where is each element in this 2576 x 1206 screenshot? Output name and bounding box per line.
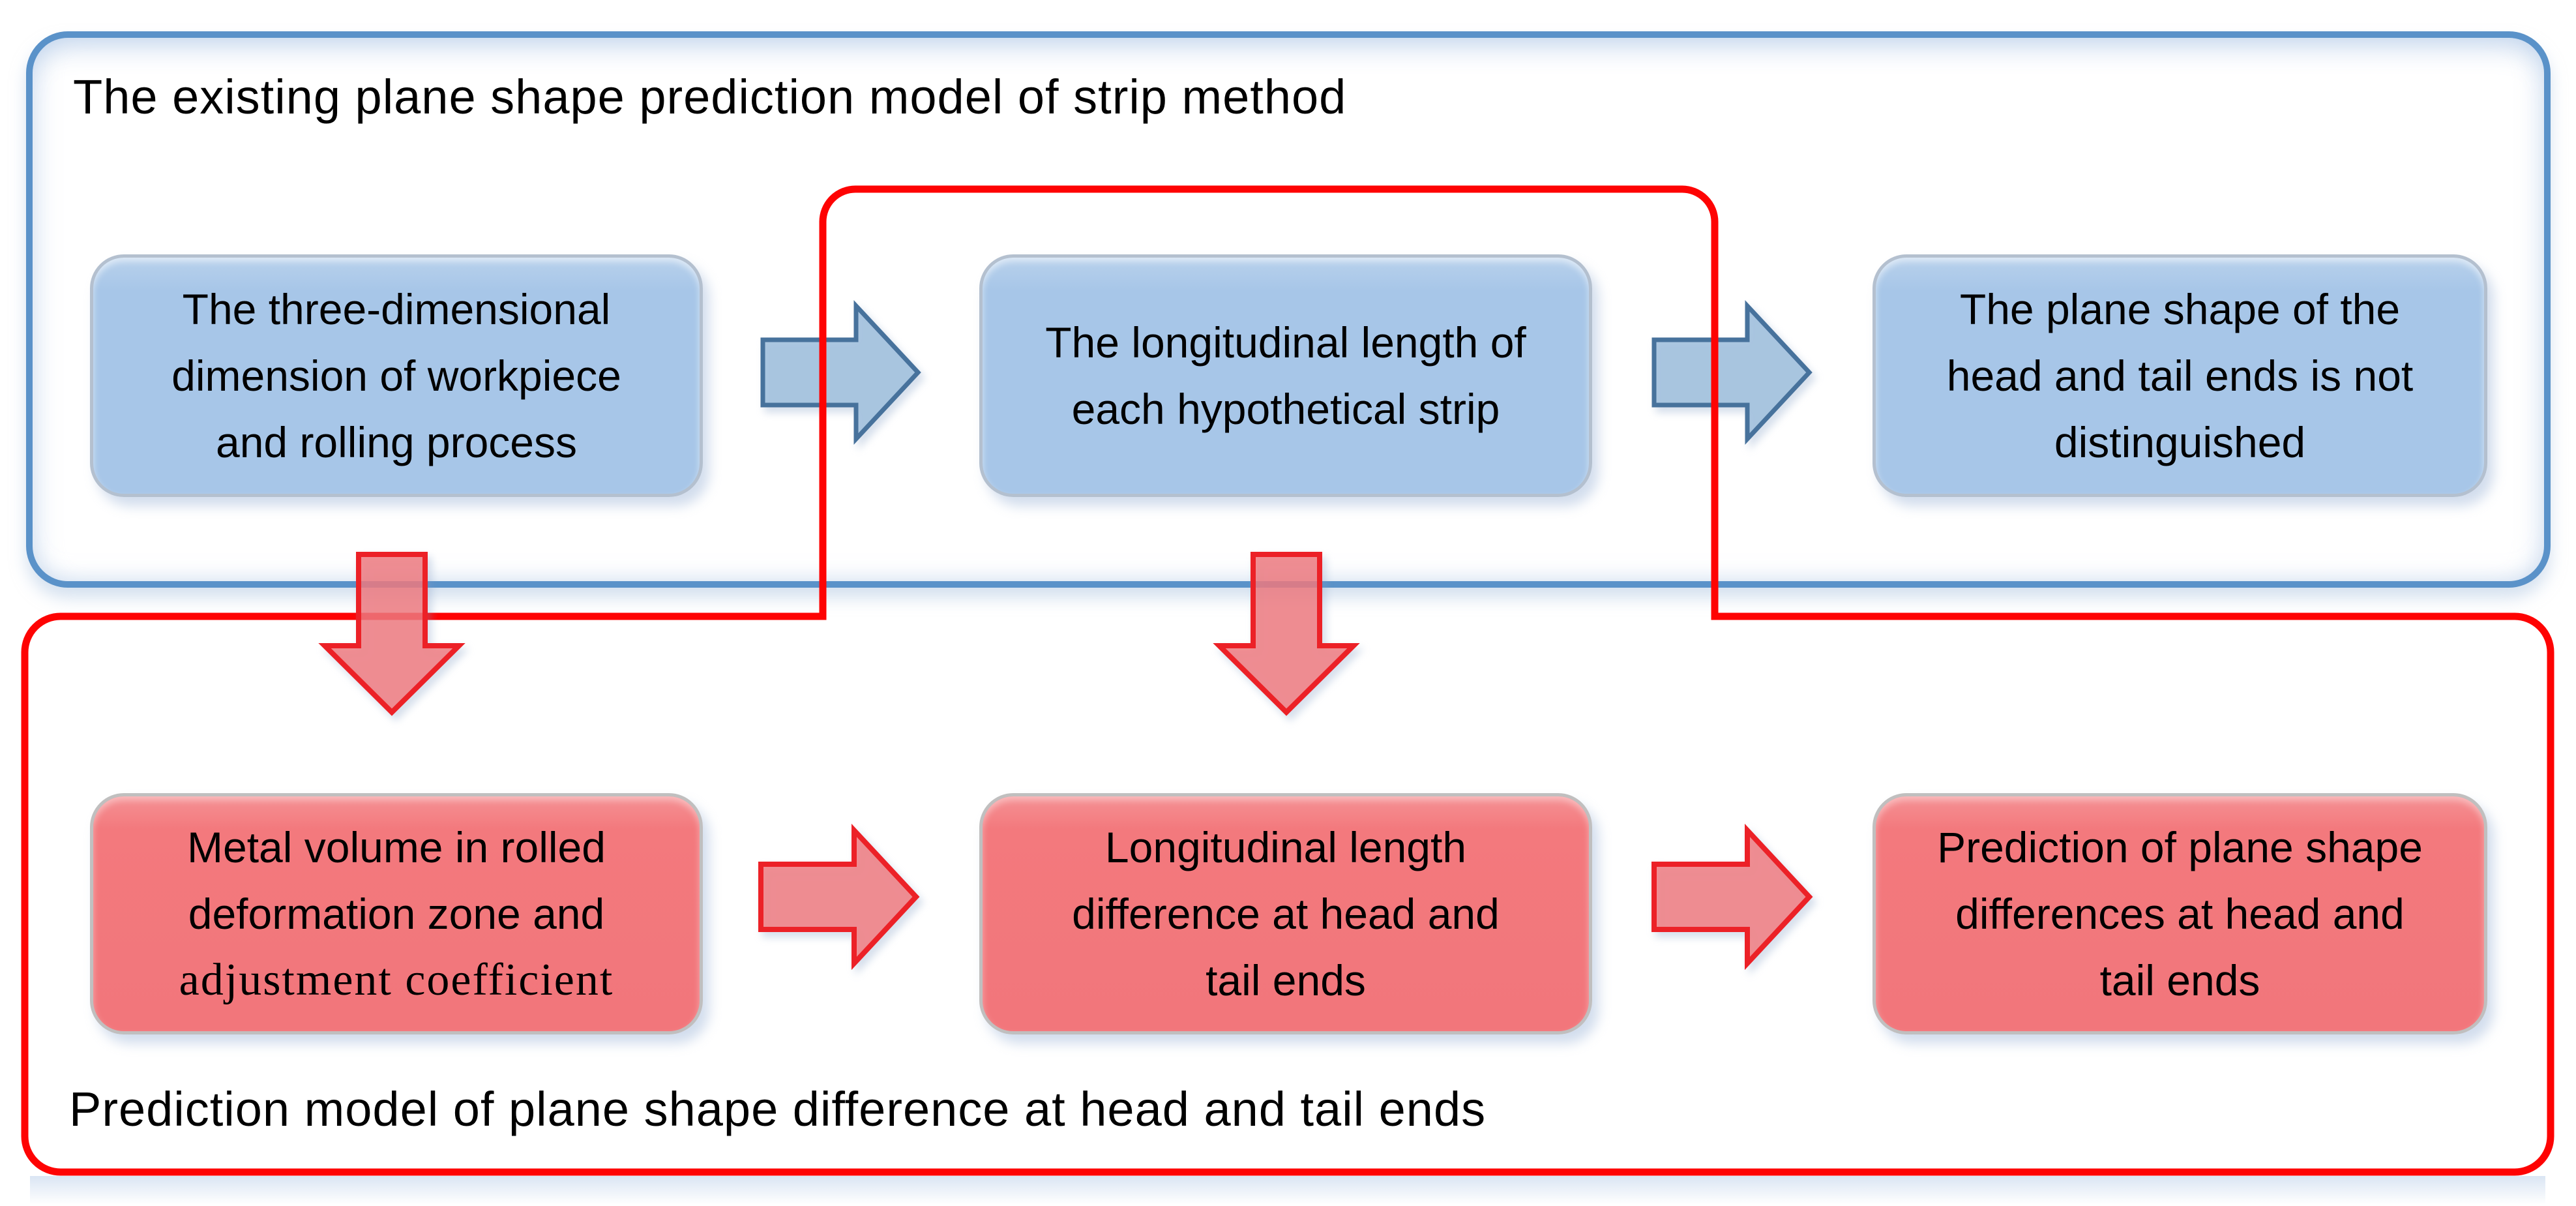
box-line: tail ends [1206, 956, 1366, 1004]
box-plane-shape-not-distinguished: The plane shape of the head and tail end… [1873, 254, 2487, 497]
arrow-right-red-2-icon [1651, 823, 1813, 971]
existing-model-label: The existing plane shape prediction mode… [73, 70, 1347, 124]
box-line: Metal volume in rolled [187, 823, 606, 871]
box-line: adjustment coefficient [179, 955, 614, 1005]
box-line: difference at head and [1072, 890, 1500, 938]
box-line: head and tail ends is not [1946, 352, 2414, 400]
box-length-difference: Longitudinal length difference at head a… [979, 793, 1592, 1034]
box-line: deformation zone and [188, 890, 605, 938]
box-workpiece-dimension: The three-dimensional dimension of workp… [90, 254, 703, 497]
box-line: differences at head and [1955, 890, 2405, 938]
box-line: distinguished [2054, 418, 2306, 466]
box-line: Prediction of plane shape [1937, 823, 2423, 871]
box-line: The longitudinal length of [1045, 318, 1526, 367]
box-line: The three-dimensional [182, 285, 611, 333]
arrow-right-red-1-icon [758, 823, 920, 971]
box-line: The plane shape of the [1959, 285, 2401, 333]
box-metal-volume: Metal volume in rolled deformation zone … [90, 793, 703, 1034]
bottom-glow-decoration [30, 1176, 2545, 1205]
box-longitudinal-length-strip: The longitudinal length of each hypothet… [979, 254, 1592, 497]
box-prediction-differences: Prediction of plane shape differences at… [1873, 793, 2487, 1034]
box-line: dimension of workpiece [171, 352, 621, 400]
prediction-model-label: Prediction model of plane shape differen… [69, 1082, 1487, 1136]
box-line: Longitudinal length [1104, 823, 1467, 871]
box-line: each hypothetical strip [1071, 385, 1500, 433]
box-line: tail ends [2099, 956, 2260, 1004]
box-line: and rolling process [216, 418, 577, 466]
